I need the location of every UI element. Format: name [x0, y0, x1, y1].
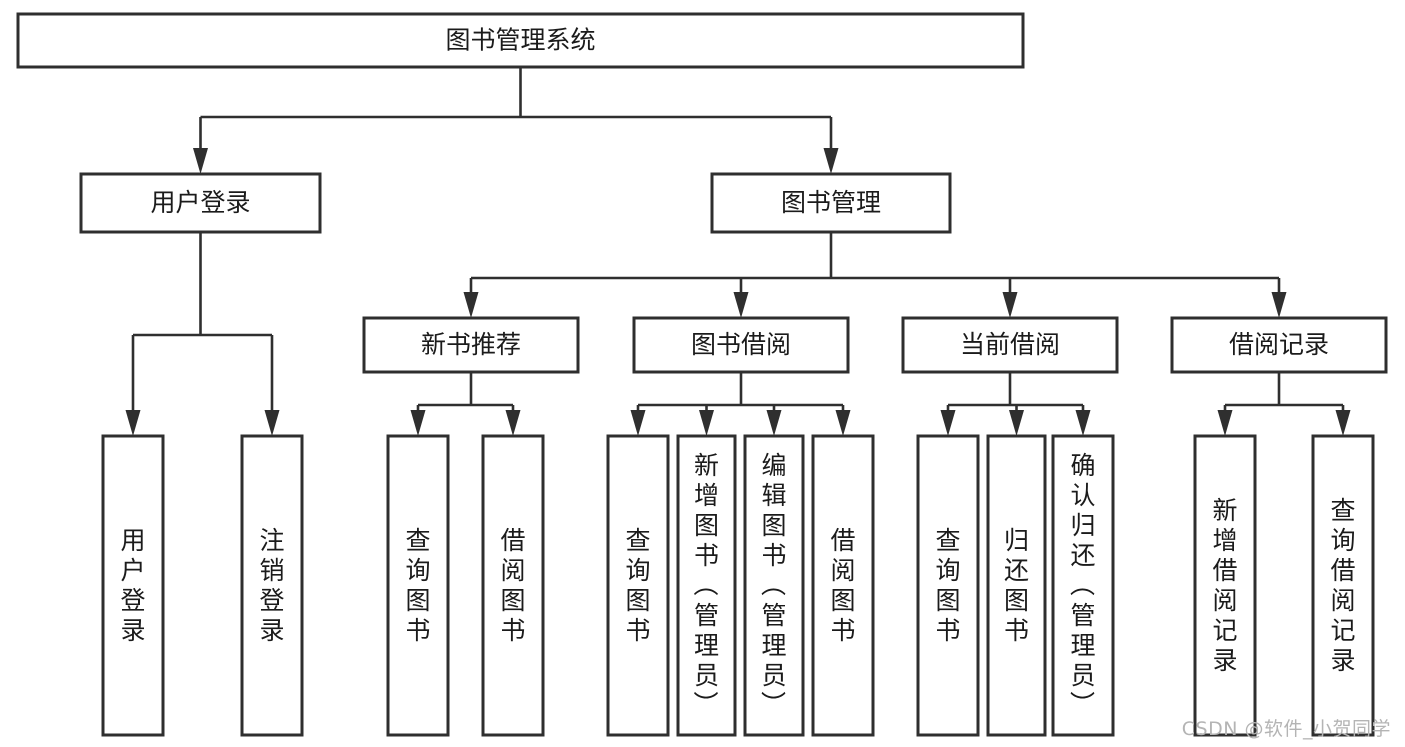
node-label: 编辑图书（管理员） [761, 451, 787, 720]
arrow-head-icon [193, 148, 208, 174]
arrow-head-icon [1335, 410, 1351, 436]
node-leaf_11[interactable]: 新增借阅记录 [1193, 434, 1257, 737]
node-l1_0[interactable]: 用户登录 [79, 172, 322, 234]
arrow-head-icon [699, 410, 714, 436]
node-label: 借阅记录 [1229, 330, 1329, 359]
node-box[interactable] [79, 172, 322, 234]
node-leaf_7[interactable]: 借阅图书 [811, 434, 875, 737]
node-box[interactable] [1193, 434, 1257, 737]
node-label: 借阅图书 [830, 526, 855, 645]
nodes-layer: 图书管理系统用户登录图书管理新书推荐图书借阅当前借阅借阅记录用户登录注销登录查询… [16, 12, 1388, 737]
node-label: 用户登录 [150, 188, 250, 217]
node-box[interactable] [606, 434, 670, 737]
node-leaf_6[interactable]: 编辑图书（管理员） [743, 434, 805, 737]
node-label: 图书借阅 [691, 330, 791, 359]
node-box[interactable] [916, 434, 980, 737]
node-box[interactable] [811, 434, 875, 737]
arrow-head-icon [823, 148, 839, 174]
node-leaf_2[interactable]: 查询图书 [386, 434, 450, 737]
node-leaf_8[interactable]: 查询图书 [916, 434, 980, 737]
node-label: 借阅图书 [500, 526, 525, 645]
node-leaf_4[interactable]: 查询图书 [606, 434, 670, 737]
arrow-head-icon [766, 410, 782, 436]
arrow-head-icon [1002, 292, 1018, 318]
node-label: 注销登录 [259, 526, 284, 645]
node-l2_0[interactable]: 新书推荐 [362, 316, 580, 374]
node-label: 查询图书 [405, 526, 430, 645]
node-leaf_1[interactable]: 注销登录 [240, 434, 304, 737]
node-box[interactable] [901, 316, 1119, 374]
node-label: 新增图书（管理员） [694, 451, 720, 720]
node-box[interactable] [632, 316, 850, 374]
node-box[interactable] [386, 434, 450, 737]
node-box[interactable] [710, 172, 952, 234]
arrow-head-icon [463, 292, 479, 318]
node-box[interactable] [676, 434, 737, 737]
arrow-head-icon [1009, 410, 1024, 436]
node-l2_3[interactable]: 借阅记录 [1170, 316, 1388, 374]
arrow-head-icon [835, 410, 851, 436]
node-label: 当前借阅 [960, 330, 1060, 359]
arrow-head-icon [505, 410, 521, 436]
arrow-head-icon [125, 410, 141, 436]
node-label: 查询图书 [935, 526, 960, 645]
node-leaf_12[interactable]: 查询借阅记录 [1311, 434, 1375, 737]
node-leaf_0[interactable]: 用户登录 [101, 434, 165, 737]
arrow-head-icon [940, 410, 956, 436]
node-l2_2[interactable]: 当前借阅 [901, 316, 1119, 374]
node-l2_1[interactable]: 图书借阅 [632, 316, 850, 374]
node-box[interactable] [16, 12, 1025, 69]
node-l1_1[interactable]: 图书管理 [710, 172, 952, 234]
node-box[interactable] [1051, 434, 1115, 737]
node-label: 用户登录 [120, 526, 145, 645]
node-label: 图书管理系统 [445, 26, 595, 55]
node-box[interactable] [1311, 434, 1375, 737]
node-box[interactable] [743, 434, 805, 737]
node-box[interactable] [986, 434, 1047, 737]
node-label: 归还图书 [1004, 526, 1029, 645]
node-label: 查询图书 [625, 526, 650, 645]
node-leaf_10[interactable]: 确认归还（管理员） [1051, 434, 1115, 737]
node-leaf_5[interactable]: 新增图书（管理员） [676, 434, 737, 737]
node-box[interactable] [481, 434, 545, 737]
arrow-head-icon [733, 292, 749, 318]
node-root[interactable]: 图书管理系统 [16, 12, 1025, 69]
node-label: 新增借阅记录 [1212, 496, 1237, 675]
arrow-head-icon [1271, 292, 1287, 318]
arrow-head-icon [1217, 410, 1233, 436]
node-label: 图书管理 [781, 188, 881, 217]
node-box[interactable] [362, 316, 580, 374]
node-leaf_3[interactable]: 借阅图书 [481, 434, 545, 737]
arrow-head-icon [264, 410, 280, 436]
edges-layer [125, 67, 1351, 436]
node-label: 新书推荐 [421, 330, 521, 359]
node-box[interactable] [1170, 316, 1388, 374]
arrow-head-icon [630, 410, 646, 436]
arrow-head-icon [1075, 410, 1091, 436]
node-leaf_9[interactable]: 归还图书 [986, 434, 1047, 737]
node-box[interactable] [240, 434, 304, 737]
arrow-head-icon [410, 410, 426, 436]
node-box[interactable] [101, 434, 165, 737]
node-label: 确认归还（管理员） [1070, 451, 1096, 720]
node-label: 查询借阅记录 [1330, 496, 1355, 675]
